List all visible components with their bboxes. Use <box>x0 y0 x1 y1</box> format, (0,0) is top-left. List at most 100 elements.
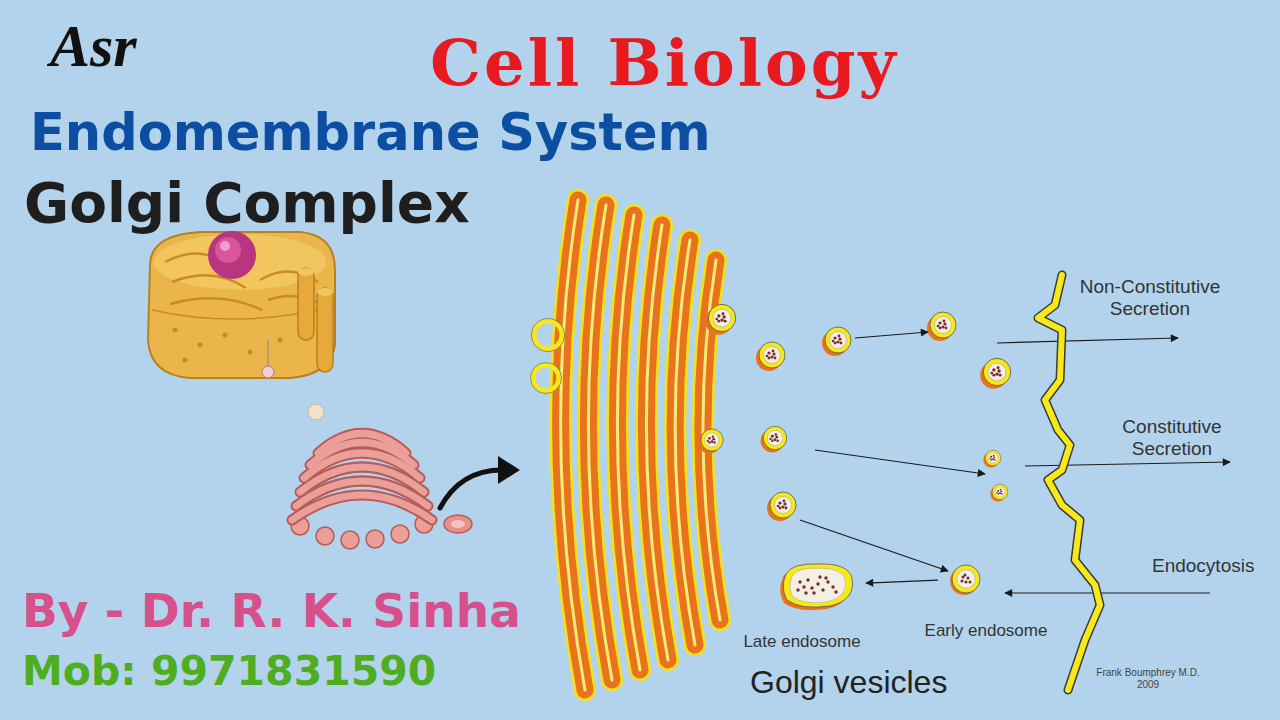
nucleus <box>208 231 256 279</box>
cell-illustration <box>148 231 335 378</box>
transport-vesicle <box>534 321 562 349</box>
small-vesicle <box>308 404 324 420</box>
ribosome-dot <box>278 338 283 343</box>
pathway-arrow <box>855 332 928 338</box>
endosome-membrane <box>952 565 980 593</box>
cell-tube <box>317 288 333 372</box>
page-title: Cell Biology <box>430 26 899 100</box>
early-endosome: Early endosome <box>950 563 982 595</box>
cargo-dot <box>831 585 834 588</box>
cargo-dot <box>834 590 837 593</box>
pathway-arrow <box>1025 462 1230 466</box>
small-vesicle <box>444 515 472 533</box>
curved-arrow <box>440 470 502 508</box>
node-label: Late endosome <box>737 632 867 652</box>
golgi-vesicle <box>980 358 1010 388</box>
contact-number: Mob: 9971831590 <box>22 648 436 695</box>
cargo-dot <box>818 575 821 578</box>
cargo-dot <box>967 577 970 580</box>
cell-tube <box>298 268 314 340</box>
flow-arrow <box>866 580 938 583</box>
node-label: Early endosome <box>911 621 1061 641</box>
cargo-dot <box>961 580 964 583</box>
transport-vesicle <box>533 365 559 391</box>
golgi-bleb <box>366 530 384 548</box>
transport-vesicle-outline <box>532 319 565 352</box>
author-credit: By - Dr. R. K. Sinha <box>22 584 521 638</box>
leader-line <box>268 340 269 366</box>
tube-top <box>298 268 314 276</box>
pathway-label: Constitutive Secretion <box>1114 416 1230 460</box>
golgi-vesicle <box>761 426 787 452</box>
ribosome-dot <box>248 350 253 355</box>
budding-vesicle <box>705 304 735 334</box>
node-label-group: Early endosome <box>911 621 1061 641</box>
cisterna-membrane <box>561 200 720 690</box>
nucleus-highlight <box>220 241 230 251</box>
tube-top <box>317 288 333 296</box>
golgi-vesicle <box>983 450 1000 467</box>
cargo-dot <box>810 586 813 589</box>
golgi-vesicle <box>927 312 956 341</box>
nucleolus <box>215 237 241 263</box>
cisterna-lumen <box>561 200 720 690</box>
cargo-dot <box>824 576 827 579</box>
golgi-bleb <box>391 525 409 543</box>
cargo-dot <box>821 588 824 591</box>
cargo-dot <box>804 591 807 594</box>
endosome-lumen <box>790 568 845 603</box>
cargo-dot <box>965 581 968 584</box>
budding-vesicle <box>698 429 723 454</box>
golgi-vesicle <box>822 327 851 356</box>
cargo-dot <box>796 588 799 591</box>
ribosome-dot <box>198 343 203 348</box>
golgi-stack <box>561 200 720 690</box>
cargo-dot <box>802 585 805 588</box>
logo-mark: Asr <box>50 12 137 81</box>
endosome-membrane <box>783 564 852 607</box>
pathway-arrow <box>997 338 1178 343</box>
arrow-head <box>498 456 520 484</box>
cisterna <box>561 200 720 690</box>
diagram-caption: Golgi vesicles <box>750 664 947 701</box>
golgi-bleb <box>341 531 359 549</box>
topic-heading: Golgi Complex <box>24 172 470 235</box>
golgi-cisterna <box>292 434 432 521</box>
golgi-vesicle <box>767 492 796 521</box>
late-endosome: Late endosome <box>778 560 856 610</box>
cargo-dot <box>806 578 809 581</box>
cargo-dot <box>798 580 801 583</box>
ribosome-dot <box>183 358 188 363</box>
image-credit: Frank Boumphrey M.D. 2009 <box>1090 667 1206 690</box>
cargo-dot <box>969 581 972 584</box>
golgi-bleb <box>316 527 334 545</box>
pathway-arrow <box>815 450 985 474</box>
small-vesicle <box>262 366 274 378</box>
endosome-lumen <box>957 570 976 589</box>
ribosome-dot <box>223 333 228 338</box>
pathway-label: Endocytosis <box>1152 555 1254 577</box>
pathway-arrow <box>1005 592 1210 593</box>
cell-body <box>148 232 335 378</box>
cargo-dot <box>964 574 967 577</box>
transport-vesicle-outline <box>531 363 562 394</box>
cargo-dot <box>816 582 819 585</box>
ribosome-dot <box>173 328 178 333</box>
vesicle-lumen <box>451 520 465 528</box>
node-outline <box>778 560 856 610</box>
cargo-dot <box>812 591 815 594</box>
node-outline <box>950 563 982 595</box>
subtitle: Endomembrane System <box>30 104 711 163</box>
pathway-arrows <box>800 332 1230 593</box>
golgi-vesicle <box>756 342 785 371</box>
pathway-arrow <box>800 520 948 571</box>
node-label-group: Late endosome <box>737 632 867 652</box>
golgi-thumbnail <box>291 434 472 550</box>
pathway-label: Non-Constitutive Secretion <box>1072 276 1228 320</box>
cargo-dot <box>826 580 829 583</box>
golgi-cisterna-outline <box>292 434 432 521</box>
golgi-vesicle <box>990 484 1007 501</box>
